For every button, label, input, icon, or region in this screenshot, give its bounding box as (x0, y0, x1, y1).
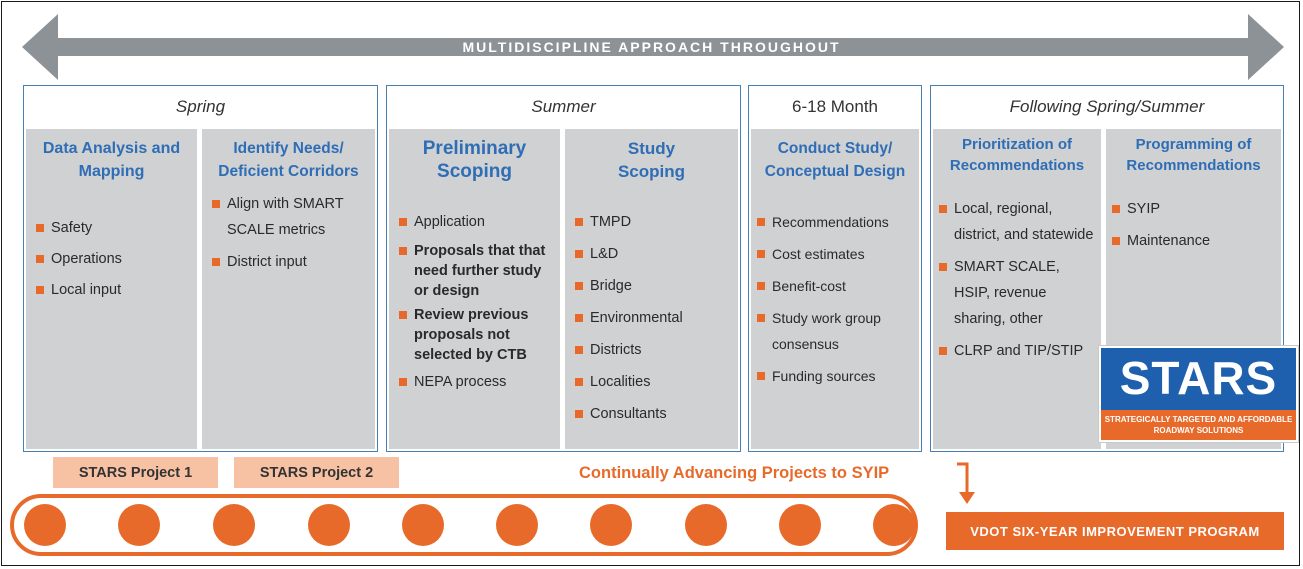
column-prioritization: Prioritization of Recommendations Local,… (933, 129, 1101, 449)
list-item: Cost estimates (757, 241, 915, 267)
stars-logo-word: STARS (1119, 352, 1278, 404)
stars-logo: STARS STRATEGICALLY TARGETED AND AFFORDA… (1099, 346, 1298, 442)
list-item: SYIP (1112, 196, 1277, 222)
list-item: L&D (575, 241, 734, 267)
pipeline-project-dot (590, 504, 632, 546)
phase-header: 6-18 Month (792, 97, 878, 116)
pipeline-project-dot (873, 504, 915, 546)
item-list: Safety Operations Local input (26, 215, 197, 303)
list-item: Safety (36, 215, 193, 241)
double-arrow-banner (22, 14, 1284, 80)
list-item: NEPA process (399, 369, 556, 395)
pipeline-project-dot (118, 504, 160, 546)
list-item: SMART SCALE, HSIP, revenue sharing, othe… (939, 254, 1097, 332)
list-item: Districts (575, 337, 734, 363)
stars-project-2-label: STARS Project 2 (234, 457, 399, 488)
list-item: District input (212, 249, 371, 275)
list-item: Local input (36, 277, 193, 303)
phase-spring: Spring Data Analysis and Mapping Safety … (23, 85, 378, 452)
column-preliminary-scoping: Preliminary Scoping Application Proposal… (389, 129, 560, 449)
phase-summer: Summer Preliminary Scoping Application P… (386, 85, 741, 452)
list-item: Funding sources (757, 363, 915, 389)
pipeline-project-dot (496, 504, 538, 546)
list-item: Proposals that that need further study o… (399, 241, 556, 301)
list-item: Local, regional, district, and statewide (939, 196, 1097, 248)
phase-header: Following Spring/Summer (1009, 97, 1205, 116)
item-list: Application Proposals that that need fur… (389, 209, 560, 395)
list-item: CLRP and TIP/STIP (939, 338, 1097, 364)
stars-logo-tagline: STRATEGICALLY TARGETED AND AFFORDABLE RO… (1101, 410, 1296, 440)
pipeline-project-dot (24, 504, 66, 546)
column-title: Identify Needs/ Deficient Corridors (218, 140, 359, 180)
pipeline-project-dot (779, 504, 821, 546)
item-list: TMPD L&D Bridge Environmental Districts … (565, 209, 738, 427)
column-title: Preliminary Scoping (422, 138, 527, 182)
column-study-scoping: Study Scoping TMPD L&D Bridge Environmen… (565, 129, 738, 449)
column-title: Programming of Recommendations (1126, 136, 1261, 174)
pipeline-project-dot (402, 504, 444, 546)
item-list: Local, regional, district, and statewide… (933, 196, 1101, 364)
list-item: Application (399, 209, 556, 235)
column-title: Study Scoping (617, 139, 686, 181)
six-year-program-label: VDOT SIX-YEAR IMPROVEMENT PROGRAM (946, 512, 1284, 550)
item-list: Align with SMART SCALE metrics District … (202, 191, 375, 275)
phase-6-18-month: 6-18 Month Conduct Study/ Conceptual Des… (748, 85, 922, 452)
column-title: Prioritization of Recommendations (949, 136, 1085, 174)
pipeline-project-dot (685, 504, 727, 546)
phase-header: Spring (175, 97, 226, 116)
stars-project-1-label: STARS Project 1 (53, 457, 218, 488)
down-arrow-icon (957, 462, 975, 504)
list-item: Study work group consensus (757, 305, 915, 357)
list-item: Localities (575, 369, 734, 395)
list-item: Operations (36, 246, 193, 272)
project-pipeline (10, 494, 918, 556)
banner-label: MULTIDISCIPLINE APPROACH THROUGHOUT (462, 39, 841, 55)
list-item: Environmental (575, 305, 734, 331)
column-title: Conduct Study/ Conceptual Design (764, 140, 906, 180)
column-identify-needs: Identify Needs/ Deficient Corridors Alig… (202, 129, 375, 449)
pipeline-project-dot (213, 504, 255, 546)
list-item: Review previous proposals not selected b… (399, 305, 556, 365)
phase-header: Summer (531, 97, 596, 116)
list-item: Bridge (575, 273, 734, 299)
pipeline-project-dot (308, 504, 350, 546)
list-item: Consultants (575, 401, 734, 427)
list-item: Benefit-cost (757, 273, 915, 299)
item-list: SYIP Maintenance (1106, 196, 1281, 254)
advancing-projects-label: Continually Advancing Projects to SYIP (579, 464, 890, 482)
column-conduct-study: Conduct Study/ Conceptual Design Recomme… (751, 129, 919, 449)
list-item: TMPD (575, 209, 734, 235)
column-title: Data Analysis and Mapping (42, 140, 181, 180)
list-item: Maintenance (1112, 228, 1277, 254)
column-data-analysis: Data Analysis and Mapping Safety Operati… (26, 129, 197, 449)
list-item: Recommendations (757, 209, 915, 235)
item-list: Recommendations Cost estimates Benefit-c… (751, 209, 919, 389)
list-item: Align with SMART SCALE metrics (212, 191, 371, 243)
